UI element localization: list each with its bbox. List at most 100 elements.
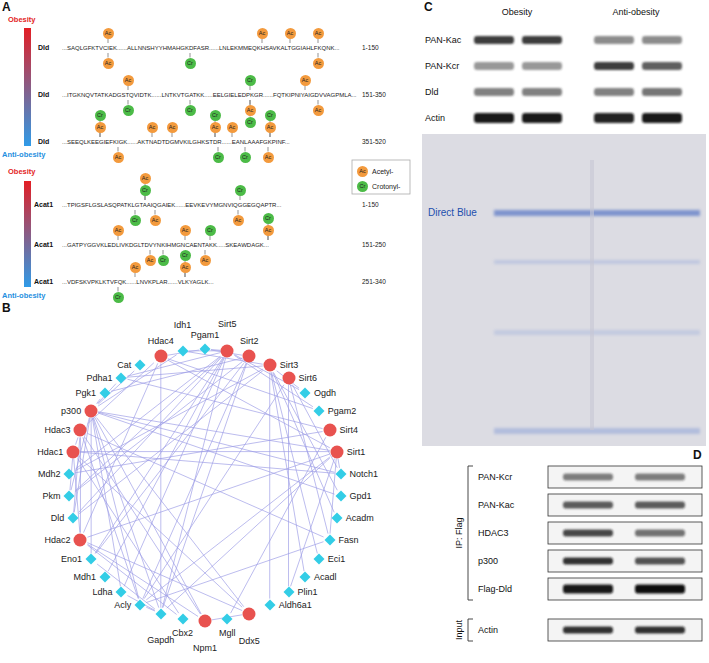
acetyl-site: Ac bbox=[245, 105, 256, 116]
regulator-circle bbox=[154, 350, 167, 363]
interaction-line bbox=[87, 433, 323, 537]
target-diamond bbox=[222, 614, 233, 625]
acetyl-site: Ac bbox=[113, 225, 124, 236]
acetyl-site: Ac bbox=[103, 58, 114, 69]
site-code: Ac bbox=[300, 75, 311, 86]
scale-label: Obesity bbox=[8, 16, 36, 25]
regulator-circle bbox=[242, 607, 256, 621]
site-code: Ac bbox=[227, 122, 238, 133]
blot-band bbox=[474, 62, 514, 70]
leader-line bbox=[135, 273, 136, 278]
site-code: Cr bbox=[113, 292, 124, 303]
interaction-line bbox=[277, 371, 299, 388]
panel-letter: B bbox=[2, 302, 11, 316]
blot-band bbox=[563, 585, 613, 594]
blot-label: p300 bbox=[478, 556, 498, 566]
target-diamond bbox=[199, 343, 211, 355]
interaction-line bbox=[80, 452, 334, 473]
blot-band bbox=[563, 627, 613, 634]
target-diamond bbox=[67, 512, 79, 524]
target-diamond bbox=[135, 360, 146, 371]
interaction-line bbox=[95, 418, 201, 614]
target-diamond bbox=[177, 613, 189, 625]
leader-line bbox=[128, 100, 129, 105]
legend-swatch: Ac bbox=[357, 166, 368, 177]
acetyl-site: Ac bbox=[313, 105, 324, 116]
leader-line bbox=[108, 39, 109, 44]
sequence-text: ...TPIGSFLGSLASQPATKLGTAAIQGAIEK......EE… bbox=[62, 202, 281, 209]
regulator-node: Sirt1 bbox=[330, 445, 344, 459]
target-node: Acly bbox=[134, 599, 146, 611]
regulator-circle bbox=[73, 533, 87, 547]
crotonyl-site: Cr bbox=[140, 185, 151, 196]
regulator-circle bbox=[85, 404, 98, 417]
target-diamond bbox=[313, 405, 325, 417]
target-node: Fasn bbox=[324, 534, 336, 546]
protein-label: Sirt6 bbox=[299, 373, 318, 383]
target-diamond bbox=[177, 345, 188, 356]
blot-band bbox=[594, 88, 634, 96]
interaction-line bbox=[91, 418, 92, 554]
leader-line bbox=[155, 210, 156, 215]
protein-label: Aldh6a1 bbox=[279, 599, 312, 609]
target-diamond bbox=[331, 513, 342, 524]
blot-band bbox=[642, 36, 682, 44]
acetyl-site: Ac bbox=[200, 255, 211, 266]
target-node: Notch1 bbox=[335, 468, 347, 480]
target-node: Pgam2 bbox=[313, 405, 325, 417]
leader-line bbox=[100, 133, 101, 138]
crotonyl-site: Cr bbox=[123, 105, 134, 116]
protein-label: Gpd1 bbox=[350, 491, 372, 501]
blot-strip bbox=[548, 466, 702, 488]
blot-label: PAN-Kac bbox=[478, 500, 514, 510]
acetyl-site: Ac bbox=[263, 152, 274, 163]
site-code: Ac bbox=[313, 28, 324, 39]
leader-line bbox=[118, 287, 119, 292]
target-diamond bbox=[63, 490, 75, 502]
protein-name: Acat1 bbox=[34, 278, 53, 286]
target-diamond bbox=[324, 534, 336, 546]
regulator-circle bbox=[330, 445, 344, 459]
site-code: Ac bbox=[103, 58, 114, 69]
acetyl-site: Ac bbox=[313, 28, 324, 39]
target-diamond bbox=[135, 599, 146, 610]
site-code: Ac bbox=[140, 173, 151, 184]
regulator-node: Hdac3 bbox=[73, 423, 87, 437]
interaction-line bbox=[288, 385, 289, 587]
crotonyl-site: Cr bbox=[113, 292, 124, 303]
blot-band bbox=[563, 558, 613, 565]
protein-label: Sirt2 bbox=[240, 336, 259, 346]
blot-band bbox=[563, 502, 613, 509]
leader-line bbox=[185, 273, 186, 278]
acetyl-site: Ac bbox=[113, 152, 124, 163]
gel-stain bbox=[422, 134, 706, 446]
crotonyl-site: Cr bbox=[245, 75, 256, 86]
protein-label: Gapdh bbox=[147, 635, 174, 645]
acetyl-site: Ac bbox=[130, 262, 141, 273]
site-code: Cr bbox=[180, 250, 191, 261]
stain-label: Direct Blue bbox=[428, 207, 477, 219]
protein-label: Acly bbox=[114, 599, 131, 609]
target-node: Pgk1 bbox=[99, 387, 111, 399]
acetyl-site: Ac bbox=[140, 173, 151, 184]
acetyl-site: Ac bbox=[95, 122, 106, 133]
leader-line bbox=[318, 100, 319, 105]
blot-label: PAN-Kac bbox=[425, 35, 461, 45]
regulator-node: Sirt6 bbox=[282, 371, 296, 385]
target-diamond bbox=[313, 553, 325, 565]
sequence-text: ...ITGKNQVTATKADGSTQVIDTK......LNTKVTGAT… bbox=[62, 92, 357, 99]
acetyl-site: Ac bbox=[285, 28, 296, 39]
regulator-circle bbox=[84, 404, 98, 418]
target-node: Ldha bbox=[115, 586, 127, 598]
regulator-node: Ddx5 bbox=[242, 607, 256, 621]
regulator-circle bbox=[243, 350, 256, 363]
protein-label: p300 bbox=[61, 405, 81, 415]
leader-line bbox=[305, 86, 306, 91]
interaction-line bbox=[146, 457, 330, 600]
target-diamond bbox=[283, 587, 294, 598]
target-diamond bbox=[134, 599, 146, 611]
leader-line bbox=[232, 133, 233, 138]
swatch-code: Cr bbox=[357, 181, 368, 192]
protein-name: Dld bbox=[38, 91, 49, 99]
leader-line bbox=[205, 250, 206, 255]
